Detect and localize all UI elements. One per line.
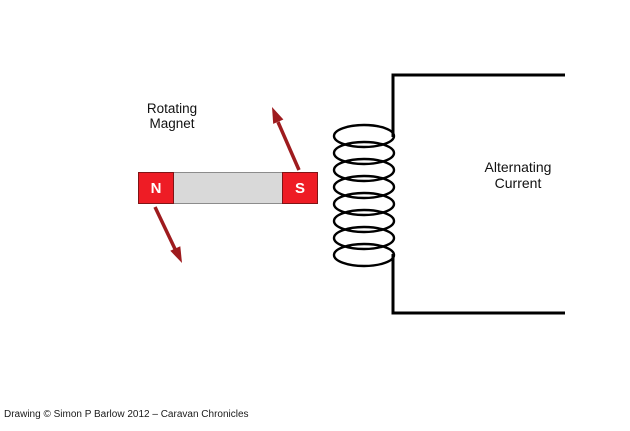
copyright-caption: Drawing © Simon P Barlow 2012 – Caravan …: [4, 409, 249, 420]
coil-icon: [332, 123, 396, 268]
magnet-north-pole: N: [138, 172, 174, 204]
alternating-current-label: Alternating Current: [484, 159, 552, 191]
circuit-wire-bottom: [391, 254, 565, 315]
magnet-body: [174, 172, 282, 204]
rotation-arrow-down-icon: [153, 206, 182, 263]
magnet-south-pole: S: [282, 172, 318, 204]
rotation-arrow-up-icon: [272, 107, 301, 171]
rotating-magnet-label: Rotating Magnet: [146, 101, 198, 131]
bar-magnet: N S: [138, 172, 318, 204]
circuit-wire-top: [391, 73, 565, 137]
